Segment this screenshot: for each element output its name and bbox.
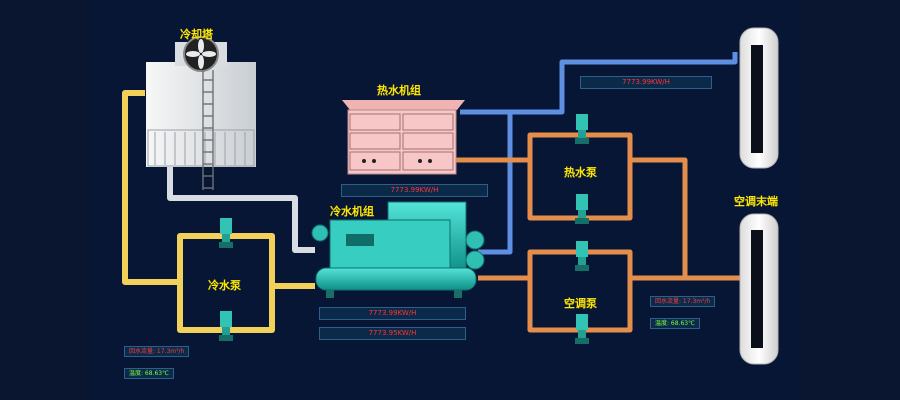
- pump-hot-upper: [575, 114, 589, 144]
- ac-terminal-bottom: [739, 213, 779, 365]
- gray-pipe: [167, 166, 315, 253]
- blue-pipe-network: [460, 52, 738, 255]
- chiller-label: 冷水机组: [330, 205, 374, 218]
- pump-chilled-lower: [219, 311, 233, 341]
- cooling-tower-label: 冷却塔: [180, 28, 213, 41]
- hot-water-unit-label: 热水机组: [377, 84, 421, 97]
- cooling-tower: [146, 36, 256, 190]
- readout-hot-unit: 7773.99KW/H: [341, 184, 488, 197]
- fan-icon: [186, 39, 216, 69]
- readout-top: 7773.99KW/H: [580, 76, 712, 89]
- hot-water-unit: [342, 100, 465, 175]
- left-temp-status: 温度: 68.63℃: [124, 368, 174, 379]
- readout-chiller-2: 7773.95KW/H: [319, 327, 466, 340]
- left-flow-status: 回水流量: 17.3m³/h: [124, 346, 190, 357]
- pump-ac-upper: [575, 241, 589, 271]
- chiller-unit: [311, 201, 485, 298]
- chilled-pump-label: 冷水泵: [208, 279, 241, 292]
- readout-chiller-1: 7773.99KW/H: [319, 307, 466, 320]
- ac-pump-label: 空调泵: [564, 297, 597, 310]
- tower-ladder: [202, 70, 214, 190]
- ac-terminal-top: [739, 27, 779, 169]
- ac-terminal-label: 空调末端: [734, 195, 778, 208]
- hot-pump-label: 热水泵: [564, 166, 597, 179]
- diagram-canvas: [122, 27, 779, 365]
- pump-ac-lower: [575, 314, 589, 344]
- orange-pipe-network: [455, 132, 740, 333]
- right-temp-status: 温度: 68.63℃: [650, 318, 700, 329]
- right-flow-status: 回水流量: 17.3m³/h: [650, 296, 716, 307]
- pump-chilled-upper: [219, 218, 233, 248]
- scada-diagram: 冷却塔 热水机组 冷水机组 冷水泵 热水泵 空调泵 空调末端 7773.99KW…: [90, 0, 800, 400]
- yellow-pipe-network: [122, 90, 315, 333]
- pump-hot-lower: [575, 194, 589, 224]
